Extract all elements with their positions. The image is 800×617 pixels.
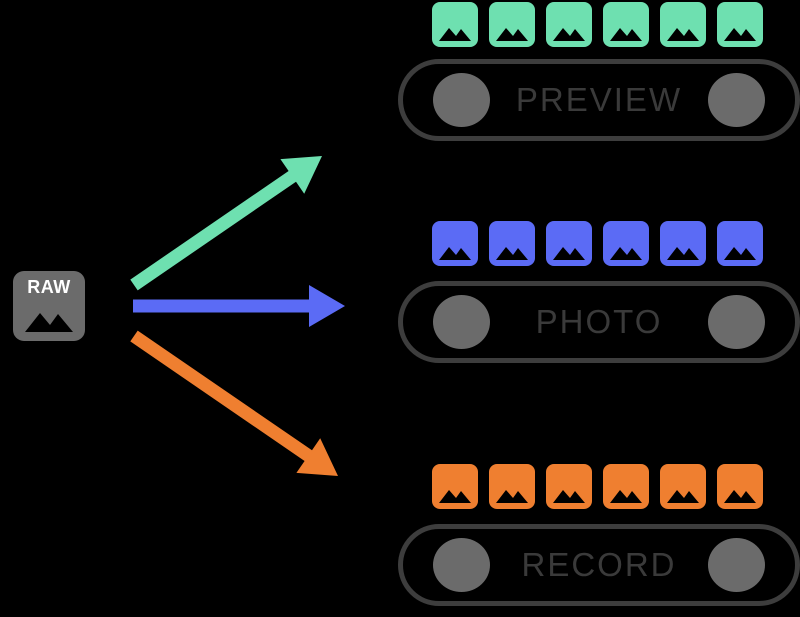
- preview-frame-strip: [432, 2, 763, 47]
- frame-thumbnail[interactable]: [603, 221, 649, 266]
- pill-dot-left: [433, 538, 490, 592]
- record-frame-strip: [432, 464, 763, 509]
- preview-pill[interactable]: PREVIEW: [398, 59, 800, 141]
- frame-thumbnail[interactable]: [717, 221, 763, 266]
- raw-source-label: RAW: [27, 277, 71, 297]
- image-mountain-icon: [553, 490, 585, 503]
- photo-arrow: [133, 285, 345, 327]
- frame-thumbnail[interactable]: [603, 464, 649, 509]
- raw-source-tile[interactable]: RAW: [13, 271, 85, 341]
- frame-thumbnail[interactable]: [489, 464, 535, 509]
- frame-thumbnail[interactable]: [546, 464, 592, 509]
- image-mountain-icon: [667, 28, 699, 41]
- image-mountain-icon: [439, 28, 471, 41]
- image-mountain-icon: [496, 247, 528, 260]
- record-arrow: [130, 330, 338, 476]
- frame-thumbnail[interactable]: [603, 2, 649, 47]
- image-mountain-icon: [667, 247, 699, 260]
- image-mountain-icon: [439, 490, 471, 503]
- pill-dot-left: [433, 73, 490, 127]
- photo-pill-label: PHOTO: [535, 303, 663, 340]
- frame-thumbnail[interactable]: [717, 464, 763, 509]
- frame-thumbnail[interactable]: [489, 221, 535, 266]
- pill-dot-right: [708, 538, 765, 592]
- record-pill[interactable]: RECORD: [398, 524, 800, 606]
- image-mountain-icon: [724, 247, 756, 260]
- image-mountain-icon: [610, 490, 642, 503]
- photo-frame-strip: [432, 221, 763, 266]
- image-mountain-icon: [610, 28, 642, 41]
- pill-dot-right: [708, 295, 765, 349]
- frame-thumbnail[interactable]: [660, 221, 706, 266]
- image-mountain-icon: [724, 28, 756, 41]
- frame-thumbnail[interactable]: [432, 2, 478, 47]
- frame-thumbnail[interactable]: [489, 2, 535, 47]
- image-mountain-icon: [25, 313, 73, 332]
- pill-dot-left: [433, 295, 490, 349]
- image-mountain-icon: [553, 247, 585, 260]
- record-pill-label: RECORD: [521, 546, 677, 583]
- preview-arrow: [130, 156, 322, 291]
- frame-thumbnail[interactable]: [432, 464, 478, 509]
- image-mountain-icon: [610, 247, 642, 260]
- photo-pill[interactable]: PHOTO: [398, 281, 800, 363]
- image-mountain-icon: [553, 28, 585, 41]
- image-mountain-icon: [496, 490, 528, 503]
- pill-dot-right: [708, 73, 765, 127]
- image-mountain-icon: [439, 247, 471, 260]
- frame-thumbnail[interactable]: [717, 2, 763, 47]
- image-mountain-icon: [667, 490, 699, 503]
- image-mountain-icon: [724, 490, 756, 503]
- frame-thumbnail[interactable]: [546, 221, 592, 266]
- frame-thumbnail[interactable]: [660, 2, 706, 47]
- preview-pill-label: PREVIEW: [515, 81, 683, 118]
- frame-thumbnail[interactable]: [660, 464, 706, 509]
- image-mountain-icon: [496, 28, 528, 41]
- frame-thumbnail[interactable]: [432, 221, 478, 266]
- frame-thumbnail[interactable]: [546, 2, 592, 47]
